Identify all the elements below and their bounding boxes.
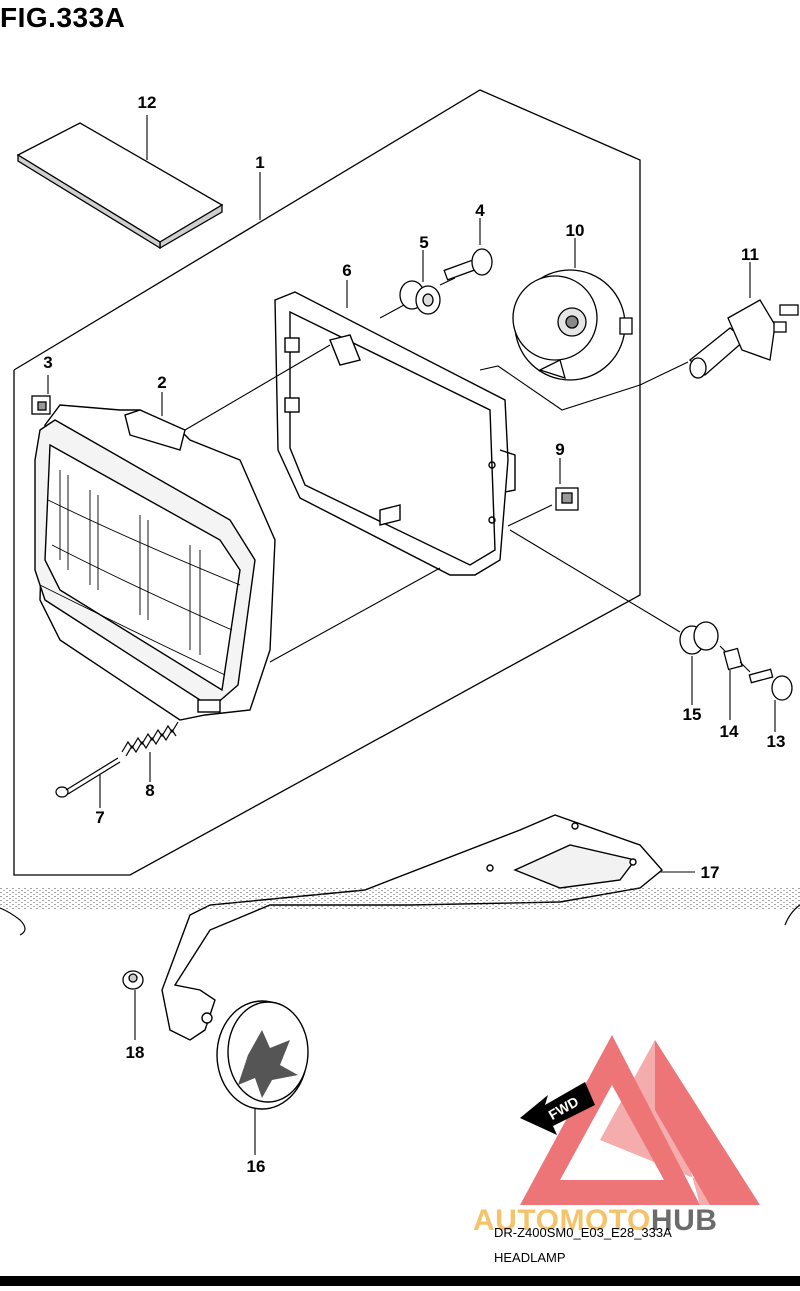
part-14-collar <box>723 647 743 671</box>
part-2-headlamp-unit <box>34 404 276 721</box>
assembly-boundary <box>13 89 641 876</box>
callout-18: 18 <box>126 1043 145 1062</box>
callout-6: 6 <box>342 261 351 280</box>
part-18-nut <box>122 970 144 990</box>
callout-12: 12 <box>138 93 157 112</box>
callout-11: 11 <box>741 245 759 264</box>
callout-5: 5 <box>419 233 428 252</box>
part-15-grommet <box>679 621 719 655</box>
leader-lines <box>47 115 776 1155</box>
part-6-housing-rim <box>274 291 516 576</box>
callout-numbers: 12 1 5 4 10 6 11 3 2 9 15 14 13 8 7 17 1… <box>43 93 785 1176</box>
callout-7: 7 <box>95 808 104 827</box>
watermark-part2: HUB <box>650 1204 718 1237</box>
part-8-spring <box>121 721 179 757</box>
part-10-socket-cover <box>512 269 633 381</box>
callout-9: 9 <box>555 440 564 459</box>
part-17-bracket <box>161 814 664 1041</box>
callout-8: 8 <box>145 781 154 800</box>
callout-4: 4 <box>475 201 485 220</box>
diagram-name: HEADLAMP <box>494 1250 566 1265</box>
part-11-bulb <box>689 299 799 379</box>
callout-14: 14 <box>720 722 739 741</box>
callout-2: 2 <box>157 373 166 392</box>
watermark-part1: AUTOMOTO <box>473 1204 651 1237</box>
bottom-bar <box>0 1276 800 1286</box>
callout-16: 16 <box>247 1157 266 1176</box>
part-3-clip-nut <box>31 395 51 415</box>
part-5-grommet <box>399 280 441 315</box>
diagram-code: DR-Z400SM0_E03_E28_333A <box>494 1225 672 1240</box>
callout-17: 17 <box>701 863 720 882</box>
callout-3: 3 <box>43 353 52 372</box>
figure-title: FIG.333A <box>0 2 126 33</box>
scan-artifact-band <box>0 888 800 936</box>
callout-1: 1 <box>255 153 264 172</box>
part-9-clip <box>555 487 579 511</box>
part-7-adjusting-screw <box>55 757 121 798</box>
callout-10: 10 <box>566 221 585 240</box>
callout-13: 13 <box>767 732 786 751</box>
part-12-label-sticker <box>16 122 224 250</box>
watermark-text: AUTOMOTOHUB <box>473 1203 717 1239</box>
part-4-screw <box>443 248 493 281</box>
callout-15: 15 <box>683 705 702 724</box>
part-13-bolt <box>748 668 793 701</box>
part-16-reflector <box>216 1000 309 1110</box>
watermark-logo-triangle <box>520 1035 760 1205</box>
